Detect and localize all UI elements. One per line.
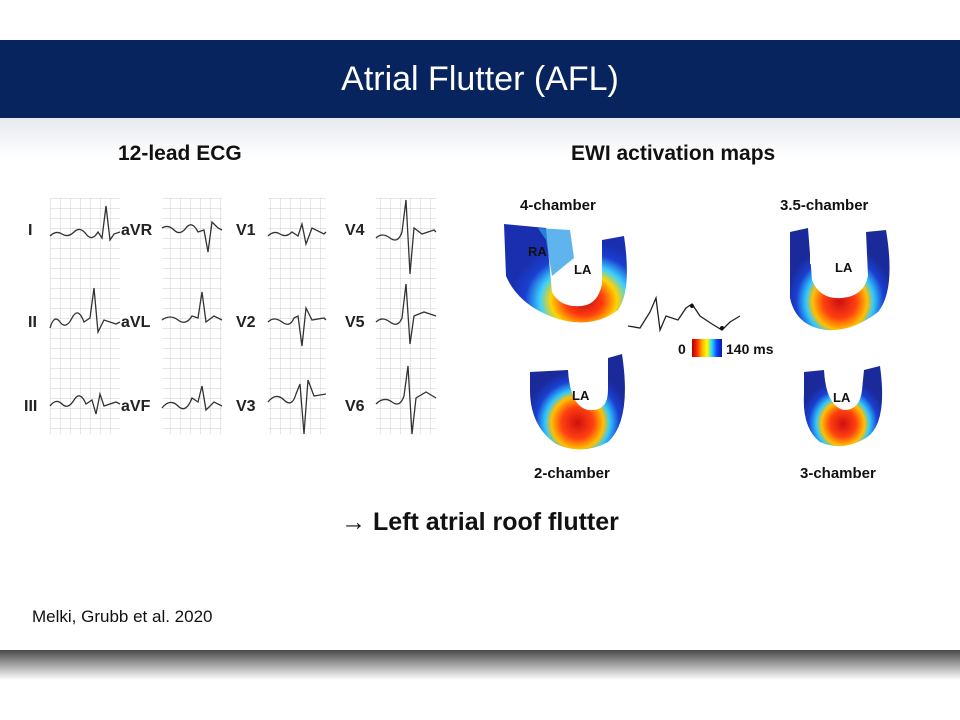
- ecg-trace-aVF: [161, 385, 223, 412]
- conclusion-text: → Left atrial roof flutter: [341, 508, 619, 536]
- ewi-maps-panel: RA LA LA LA LA: [504, 224, 890, 450]
- lead-label-V5: V5: [345, 314, 365, 331]
- map-3-5-la-label: LA: [835, 260, 853, 275]
- beat-marker-start: [690, 304, 694, 308]
- lead-label-V2: V2: [236, 314, 256, 331]
- lead-label-I: I: [28, 222, 33, 239]
- ecg-trace-aVL: [161, 291, 223, 324]
- lead-label-V6: V6: [345, 398, 365, 415]
- colorbar-min-label: 0: [678, 341, 686, 357]
- map-4-la-label: LA: [574, 262, 592, 277]
- lead-label-V1: V1: [236, 222, 256, 239]
- ecg-grid-col-1: [50, 198, 120, 434]
- map-4-chamber: [504, 224, 627, 323]
- lead-label-V4: V4: [345, 222, 365, 239]
- lead-label-aVF: aVF: [121, 398, 151, 415]
- title-shadow-band: [0, 118, 960, 158]
- map-4-ra-label: RA: [528, 244, 547, 259]
- map-3-5-chamber-notch-2: [828, 228, 836, 258]
- activation-colorbar: [692, 339, 722, 357]
- bottom-shadow: [0, 650, 960, 680]
- map-4-chamber-label: 4-chamber: [520, 197, 596, 214]
- slide-title: Atrial Flutter (AFL): [341, 60, 619, 98]
- citation-text: Melki, Grubb et al. 2020: [32, 607, 213, 626]
- map-3-5-chamber: [790, 228, 890, 331]
- ecg-trace-aVR: [161, 220, 223, 253]
- ecg-trace-II: [49, 287, 121, 335]
- lead-label-aVR: aVR: [121, 222, 153, 239]
- map-3-5-chamber-notch: [810, 228, 820, 264]
- map-3-chamber-label: 3-chamber: [800, 465, 876, 482]
- map-3-la-label: LA: [833, 390, 851, 405]
- ecg-grid-col-4: [376, 198, 436, 434]
- title-bar: Atrial Flutter (AFL): [0, 40, 960, 118]
- ecg-trace-V5: [375, 283, 437, 345]
- map-2-chamber: [530, 354, 625, 450]
- ecg-heading: 12-lead ECG: [118, 142, 242, 165]
- ewi-heading: EWI activation maps: [571, 142, 776, 165]
- map-3-chamber: [803, 366, 883, 447]
- beat-marker-end: [720, 326, 724, 330]
- lead-label-II: II: [28, 314, 37, 331]
- ecg-trace-III: [49, 391, 121, 415]
- ecg-trace-V1: [267, 221, 327, 247]
- map-2-chamber-label: 2-chamber: [534, 465, 610, 482]
- ecg-trace-V4: [375, 199, 437, 275]
- center-ecg-beat: [627, 295, 741, 333]
- ecg-panel: [49, 198, 437, 435]
- ecg-trace-I: [49, 205, 121, 242]
- ecg-trace-V6: [375, 365, 437, 435]
- ecg-trace-V2: [267, 305, 327, 347]
- colorbar-max-label: 140 ms: [726, 341, 774, 357]
- lead-label-V3: V3: [236, 398, 256, 415]
- lead-label-aVL: aVL: [121, 314, 151, 331]
- map-4-chamber-ra-wall: [538, 228, 574, 276]
- map-2-la-label: LA: [572, 388, 590, 403]
- ecg-trace-V3: [267, 379, 327, 435]
- map-3-5-chamber-label: 3.5-chamber: [780, 197, 869, 214]
- lead-label-III: III: [24, 398, 38, 415]
- top-margin: [0, 0, 960, 40]
